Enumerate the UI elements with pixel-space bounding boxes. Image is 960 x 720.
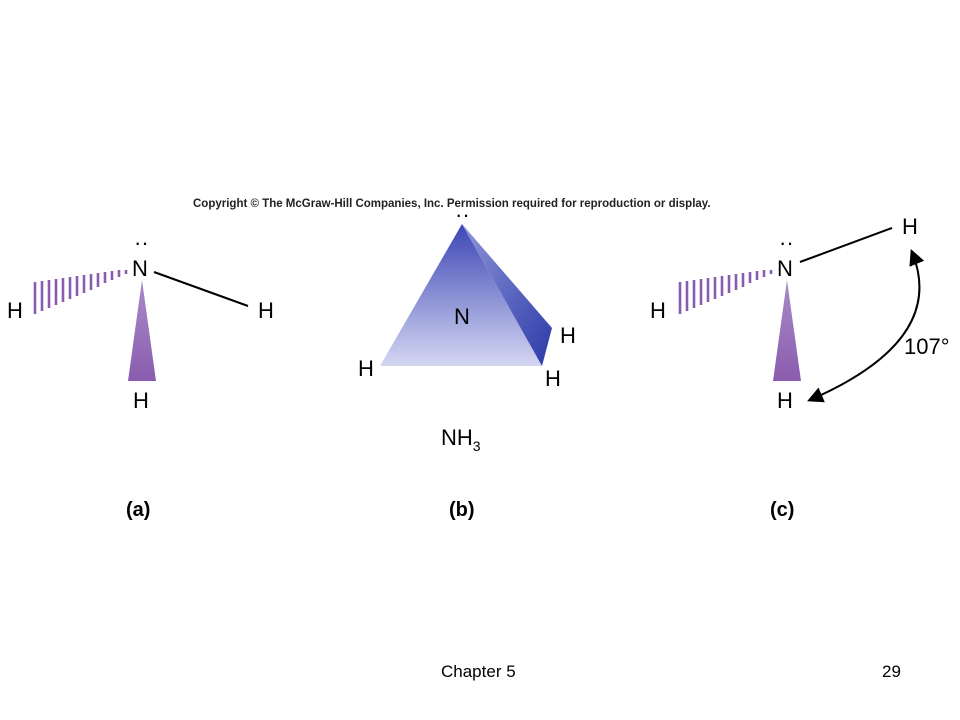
atom-h-right-upper-b: H bbox=[560, 323, 576, 348]
lone-pair-c: ·· bbox=[779, 230, 794, 255]
atom-h-left-a: H bbox=[7, 298, 23, 323]
atom-h-left-c: H bbox=[650, 298, 666, 323]
hashed-wedge-a bbox=[33, 270, 128, 314]
tetrahedron-side-face bbox=[462, 224, 552, 366]
panel-label-c: (c) bbox=[770, 499, 794, 521]
formula-nh3: NH3 bbox=[441, 425, 481, 454]
atom-h-right-a: H bbox=[258, 298, 274, 323]
atom-h-bottom-c: H bbox=[777, 388, 793, 413]
atom-h-right-lower-b: H bbox=[545, 366, 561, 391]
panel-c: ·· N H H H 107° (c) bbox=[650, 214, 950, 521]
formula-subscript: 3 bbox=[472, 438, 481, 454]
bond-line-c bbox=[799, 227, 893, 263]
lone-pair-b: ·· bbox=[455, 202, 470, 227]
angle-arrow bbox=[807, 249, 925, 403]
formula-main: NH bbox=[441, 425, 473, 450]
atom-n-a: N bbox=[132, 256, 148, 281]
panel-label-b: (b) bbox=[449, 499, 475, 521]
panel-b: ·· N H H H (b) bbox=[358, 202, 576, 521]
atom-h-bottom-a: H bbox=[133, 388, 149, 413]
atom-n-b: N bbox=[454, 304, 470, 329]
solid-wedge-a bbox=[128, 280, 156, 381]
bond-line-a bbox=[153, 271, 249, 307]
bond-angle-label: 107° bbox=[904, 334, 950, 359]
footer-page-number: 29 bbox=[882, 662, 901, 681]
atom-n-c: N bbox=[777, 256, 793, 281]
panel-a: ·· N H H H (a) bbox=[7, 230, 274, 521]
hashed-wedge-c bbox=[678, 270, 773, 314]
copyright-notice: Copyright © The McGraw-Hill Companies, I… bbox=[193, 198, 711, 210]
footer-chapter: Chapter 5 bbox=[441, 662, 516, 681]
tetrahedron-front-face bbox=[380, 224, 542, 366]
atom-h-left-b: H bbox=[358, 356, 374, 381]
panel-label-a: (a) bbox=[126, 499, 150, 521]
lone-pair-a: ·· bbox=[134, 230, 149, 255]
solid-wedge-c bbox=[773, 280, 801, 381]
atom-h-top-right-c: H bbox=[902, 214, 918, 239]
